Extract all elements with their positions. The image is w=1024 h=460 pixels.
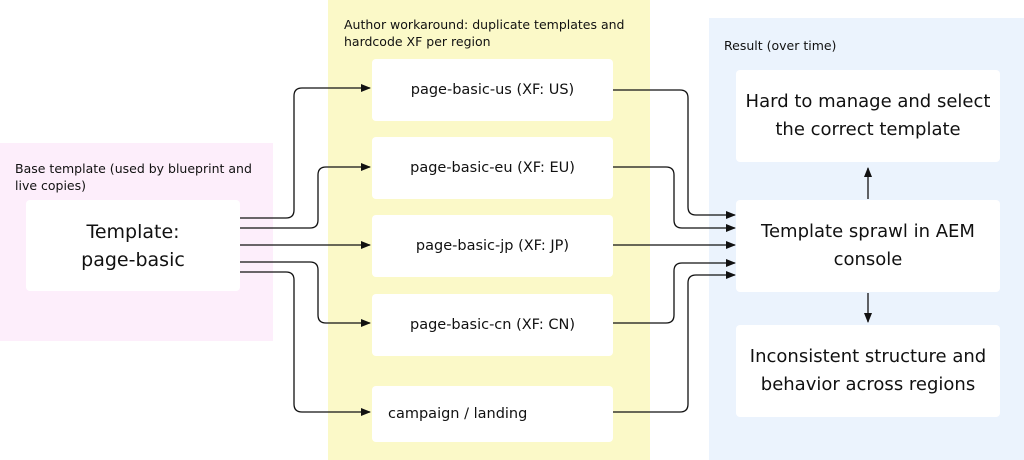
arrow-base-to-eu <box>240 163 371 229</box>
template-box-campaign: campaign / landing <box>372 386 613 442</box>
result-label-hard-to-manage: Hard to manage and select the correct te… <box>745 91 991 140</box>
arrow-base-to-campaign <box>240 271 371 416</box>
template-box-cn: page-basic-cn (XF: CN) <box>372 294 613 356</box>
result-label-inconsistent: Inconsistent structure and behavior acro… <box>749 346 987 395</box>
template-label-jp: page-basic-jp (XF: JP) <box>415 238 570 254</box>
result-box-inconsistent: Inconsistent structure and behavior acro… <box>736 325 1000 417</box>
template-label-cn: page-basic-cn (XF: CN) <box>409 317 576 333</box>
base-region-title: Base template (used by blueprint and liv… <box>15 161 252 193</box>
template-label-campaign: campaign / landing <box>388 406 528 422</box>
arrow-base-to-us <box>240 84 371 219</box>
result-box-hard-to-manage: Hard to manage and select the correct te… <box>736 70 1000 162</box>
arrow-campaign-to-sprawl <box>613 271 736 413</box>
arrow-us-to-sprawl <box>613 89 736 219</box>
arrow-base-to-cn <box>240 261 371 327</box>
base-template-box: Template: page-basic <box>26 200 240 291</box>
result-label-template-sprawl: Template sprawl in AEM console <box>761 221 975 270</box>
arrow-eu-to-sprawl <box>613 166 736 232</box>
result-box-template-sprawl: Template sprawl in AEM console <box>736 200 1000 292</box>
template-box-us: page-basic-us (XF: US) <box>372 59 613 121</box>
workaround-region-title: Author workaround: duplicate templates a… <box>344 17 625 49</box>
result-region-title: Result (over time) <box>724 38 837 53</box>
template-label-eu: page-basic-eu (XF: EU) <box>410 160 575 176</box>
base-template-label: Template: page-basic <box>81 220 185 271</box>
arrow-cn-to-sprawl <box>613 259 736 324</box>
template-label-us: page-basic-us (XF: US) <box>410 82 575 98</box>
template-box-eu: page-basic-eu (XF: EU) <box>372 137 613 199</box>
template-box-jp: page-basic-jp (XF: JP) <box>372 215 613 277</box>
